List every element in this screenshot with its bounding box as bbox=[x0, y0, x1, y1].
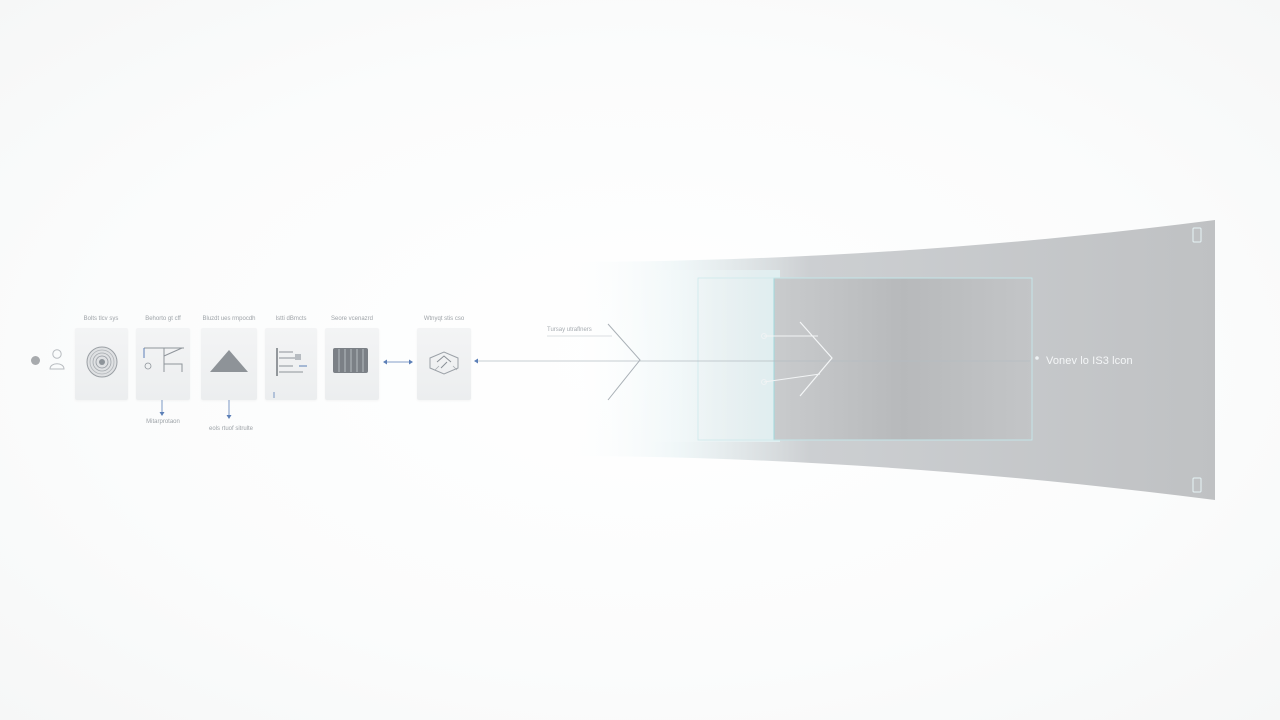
server-rack-icon bbox=[333, 348, 368, 373]
node-label-5: Seore vcenazrd bbox=[330, 316, 374, 322]
node-label-1: Bolts tlcv sys bbox=[83, 316, 119, 322]
process-node-4[interactable] bbox=[265, 328, 317, 400]
glow-panel bbox=[640, 270, 780, 442]
process-node-3[interactable] bbox=[201, 328, 257, 400]
node-label-2: Behorto gt cff bbox=[145, 316, 181, 322]
panel-label: Vonev lo IS3 lcon bbox=[1046, 355, 1133, 367]
process-node-2[interactable] bbox=[136, 328, 190, 400]
start-point bbox=[31, 356, 40, 365]
outer-screen-outline bbox=[697, 277, 1033, 441]
recycle-cube-icon bbox=[429, 351, 459, 375]
triangle-icon bbox=[210, 350, 248, 372]
process-node-1[interactable] bbox=[75, 328, 128, 400]
sublabel-node-3: eols rtuof sitrulte bbox=[208, 426, 254, 432]
node-label-3: Bluzdt ues rmpocdh bbox=[202, 316, 256, 322]
inner-screen bbox=[773, 277, 1033, 441]
process-node-6[interactable] bbox=[417, 328, 471, 400]
node-label-6: Wtnyqt stis cso bbox=[423, 316, 465, 322]
layered-bars-icon bbox=[276, 348, 307, 376]
corner-top-icon bbox=[1192, 227, 1202, 243]
user-icon bbox=[49, 349, 65, 370]
node-label-4: Istti dBmcts bbox=[275, 316, 307, 322]
concentric-circle-icon bbox=[86, 346, 118, 378]
pipeline-label: Tursay utraflners bbox=[547, 327, 592, 333]
branching-tree-icon bbox=[143, 347, 184, 372]
corner-bottom-icon bbox=[1192, 477, 1202, 493]
sublabel-node-2: Mitarprotaon bbox=[146, 419, 180, 425]
process-node-5[interactable] bbox=[325, 328, 379, 400]
